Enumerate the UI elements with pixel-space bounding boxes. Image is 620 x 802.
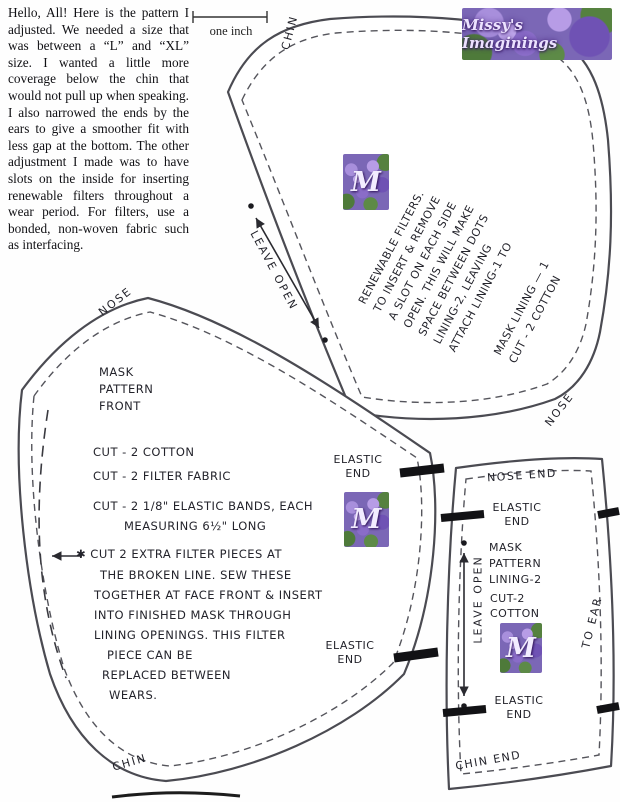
logo-monogram: M (351, 504, 382, 535)
brand-logo-text: Missy's Imaginings (462, 16, 558, 52)
front-cut-cotton: CUT - 2 COTTON (93, 445, 195, 459)
front-title-line: MASK (99, 365, 134, 379)
lining2-elastic-band-right-top (597, 507, 620, 519)
front-filter-note-line: THE BROKEN LINE. SEW THESE (100, 568, 292, 582)
front-filter-note-line: TOGETHER AT FACE FRONT & INSERT (94, 588, 323, 602)
ruler-label: one inch (209, 24, 253, 38)
front-title: MASK PATTERN FRONT (99, 364, 153, 415)
brand-logo: Missy's Imaginings (462, 8, 612, 60)
lining2-title-line: MASK (489, 541, 523, 554)
logo-monogram: M (351, 166, 381, 198)
lining2-title: MASK PATTERN LINING-2 (489, 540, 542, 588)
lining1-slot-dot-top (248, 203, 254, 209)
lining2-title-line: PATTERN (489, 557, 542, 570)
front-filter-note-line: LINING OPENINGS. THIS FILTER (94, 628, 286, 642)
lining2-leave-open-label: LEAVE OPEN (471, 555, 485, 644)
lining2-elastic-band-left-top (440, 510, 485, 522)
front-filter-note-line: INTO FINISHED MASK THROUGH (94, 608, 292, 622)
front-filter-note-line: PIECE CAN BE (107, 648, 193, 662)
front-filter-note-line: REPLACED BETWEEN (102, 668, 232, 682)
lining2-logo-stamp: M (500, 623, 542, 673)
front-elastic-end-top-label: ELASTIC END (333, 453, 383, 480)
lining2-cut-line: CUT-2 (490, 592, 525, 605)
lining1-leave-open-arrow (255, 217, 320, 329)
front-seamline (31, 311, 423, 767)
lining2-elastic-band-right-bottom (596, 702, 620, 714)
intro-paragraph: Hello, All! Here is the pattern I adjust… (8, 5, 189, 253)
lining2-elastic-band-left-bottom (442, 705, 487, 717)
front-filter-note-line: ✱ CUT 2 EXTRA FILTER PIECES AT (76, 547, 283, 561)
front-piece (17, 296, 445, 783)
lining2-seamline (457, 469, 602, 775)
front-filter-note-line: WEARS. (109, 688, 158, 702)
front-title-line: PATTERN (99, 382, 154, 396)
lining1-piece (226, 15, 613, 421)
lining2-elastic-end-bottom-label: ELASTIC END (494, 694, 544, 721)
lining2-cut-line: COTTON (490, 607, 540, 620)
front-cut-filter: CUT - 2 FILTER FABRIC (93, 469, 231, 483)
front-elastic-band-bottom (393, 647, 439, 663)
front-outline (17, 296, 437, 783)
lining1-slot-dot-bottom (322, 337, 328, 343)
lining1-logo-stamp: M (343, 154, 389, 210)
one-inch-ruler (192, 11, 268, 23)
lining2-title-line: LINING-2 (489, 573, 542, 586)
front-elastic-note-line2: MEASURING 6½" LONG (124, 519, 267, 533)
front-elastic-note-line1: CUT - 2 1/8" ELASTIC BANDS, EACH (93, 499, 313, 513)
lining2-elastic-end-top-label: ELASTIC END (492, 501, 542, 528)
lining1-outline (226, 15, 613, 421)
lining1-seamline (241, 29, 597, 404)
scan-edge-line (111, 791, 241, 799)
front-filter-broken-line (38, 409, 67, 679)
front-title-line: FRONT (99, 399, 141, 413)
front-logo-stamp: M (344, 492, 389, 547)
lining2-slot-dot-top (461, 540, 467, 546)
logo-monogram: M (506, 632, 536, 664)
front-elastic-end-bottom-label: ELASTIC END (325, 639, 375, 666)
lining2-cut-note: CUT-2 COTTON (490, 591, 539, 621)
front-elastic-band-top (399, 463, 445, 478)
